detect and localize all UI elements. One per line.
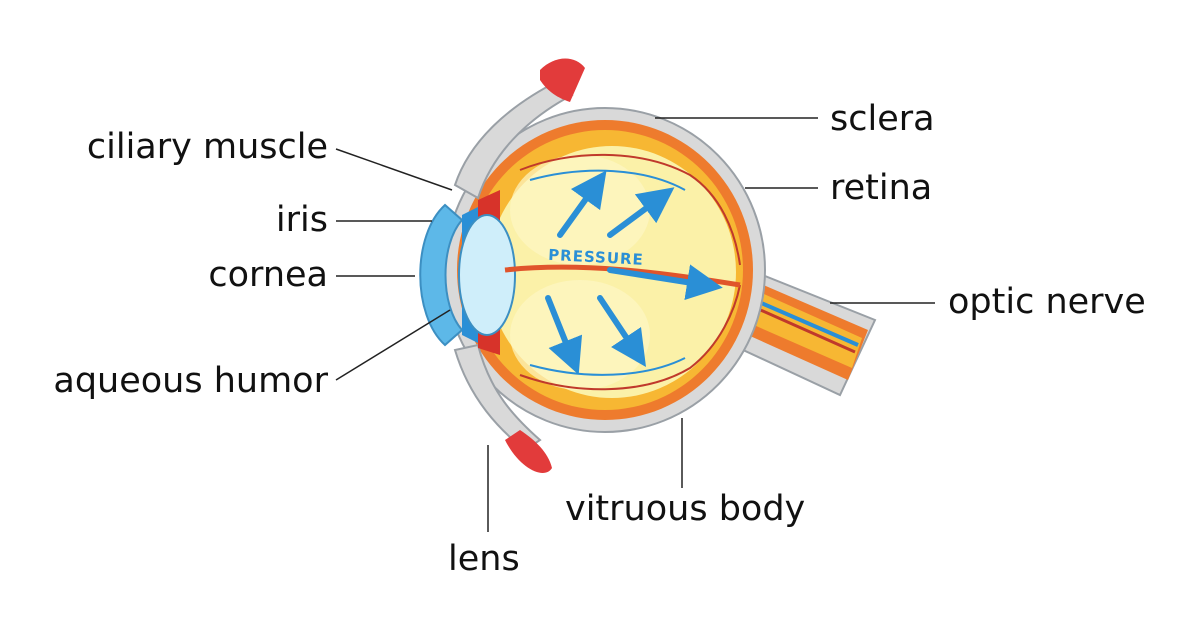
pressure-arrows bbox=[545, 170, 723, 375]
pressure-annotation: PRESSURE bbox=[548, 246, 645, 269]
label-aqueous-humor: aqueous humor bbox=[53, 361, 328, 401]
label-ciliary-muscle: ciliary muscle bbox=[86, 127, 328, 167]
label-sclera: sclera bbox=[830, 99, 935, 139]
label-vitreous-body: vitruous body bbox=[565, 489, 806, 529]
arrow-down-right bbox=[597, 295, 646, 367]
leader-ciliary-muscle bbox=[335, 148, 453, 191]
leader-aqueous-humor bbox=[335, 309, 451, 381]
lens-shape bbox=[458, 214, 516, 336]
arrow-up-right bbox=[607, 187, 675, 238]
front-eye bbox=[419, 190, 516, 355]
label-iris: iris bbox=[275, 200, 328, 240]
cornea-shape bbox=[419, 203, 464, 347]
ciliary-muscles bbox=[453, 58, 585, 473]
arrow-right bbox=[607, 264, 723, 300]
arrow-down-left bbox=[545, 295, 583, 375]
label-optic-nerve: optic nerve bbox=[948, 282, 1146, 322]
leader-lines bbox=[335, 117, 935, 532]
arrow-up-left bbox=[557, 170, 607, 238]
label-retina: retina bbox=[830, 168, 933, 208]
label-lens: lens bbox=[448, 539, 520, 579]
label-cornea: cornea bbox=[208, 255, 328, 295]
